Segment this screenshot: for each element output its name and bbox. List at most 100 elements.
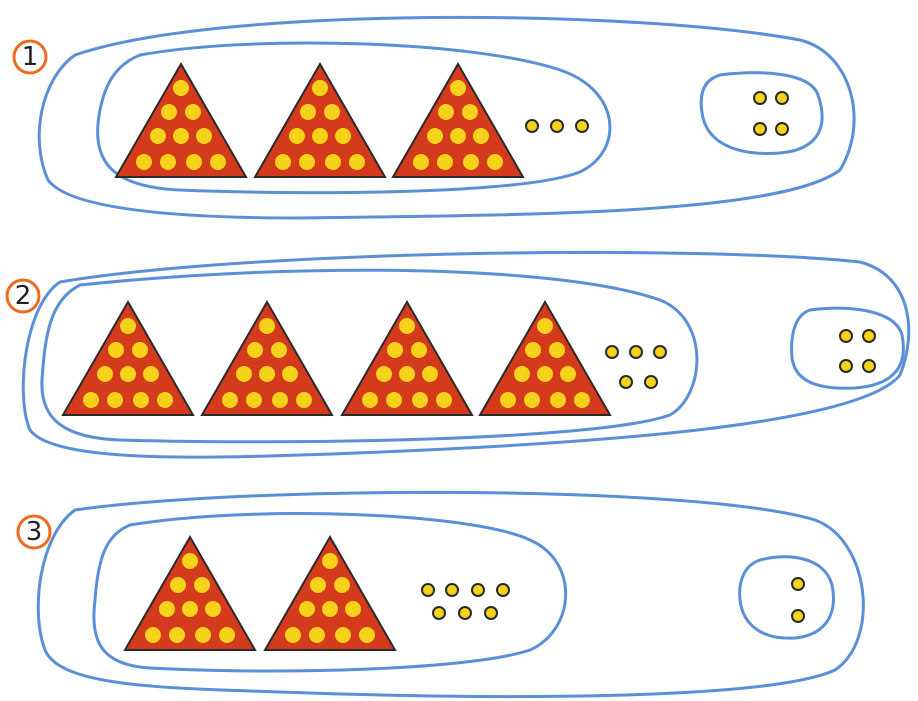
triangle-group xyxy=(125,537,255,650)
yellow-dot xyxy=(359,627,375,643)
yellow-dot xyxy=(194,577,210,593)
yellow-dot xyxy=(173,128,189,144)
yellow-dot xyxy=(107,392,123,408)
single-dot xyxy=(472,584,484,596)
yellow-dot xyxy=(299,154,315,170)
single-dot xyxy=(754,92,766,104)
yellow-dot xyxy=(222,392,238,408)
yellow-dot xyxy=(411,342,427,358)
yellow-dot xyxy=(560,366,576,382)
yellow-dot xyxy=(312,80,328,96)
row-number: 3 xyxy=(26,517,43,547)
yellow-dot xyxy=(296,392,312,408)
single-dot xyxy=(459,607,471,619)
side-loop xyxy=(740,557,834,638)
single-dot xyxy=(863,360,875,372)
yellow-dot xyxy=(289,128,305,144)
yellow-dot xyxy=(335,627,351,643)
yellow-dot xyxy=(145,627,161,643)
row-2: 2 xyxy=(7,252,909,457)
yellow-dot xyxy=(309,627,325,643)
yellow-dot xyxy=(450,128,466,144)
yellow-dot xyxy=(157,392,173,408)
yellow-dot xyxy=(335,128,351,144)
yellow-dot xyxy=(185,104,201,120)
side-loop xyxy=(701,73,822,154)
yellow-dot xyxy=(182,601,198,617)
yellow-dot xyxy=(473,128,489,144)
row-3: 3 xyxy=(18,492,863,696)
yellow-dot xyxy=(173,80,189,96)
row-1: 1 xyxy=(14,17,854,218)
yellow-dot xyxy=(282,366,298,382)
triangle-group xyxy=(202,302,332,415)
yellow-dot xyxy=(463,154,479,170)
triangle-group xyxy=(63,302,193,415)
yellow-dot xyxy=(108,342,124,358)
side-dots xyxy=(792,578,804,622)
yellow-dot xyxy=(345,601,361,617)
yellow-dot xyxy=(205,601,221,617)
single-dot xyxy=(551,120,563,132)
single-dot xyxy=(446,584,458,596)
yellow-dot xyxy=(422,366,438,382)
badge-1: 1 xyxy=(14,41,46,73)
row-number: 2 xyxy=(15,281,32,311)
yellow-dot xyxy=(120,366,136,382)
yellow-dot xyxy=(514,366,530,382)
yellow-dot xyxy=(427,128,443,144)
triangle-group xyxy=(480,302,610,415)
yellow-dot xyxy=(120,318,136,334)
yellow-dot xyxy=(170,577,186,593)
yellow-dot xyxy=(550,392,566,408)
yellow-dot xyxy=(386,392,402,408)
yellow-dot xyxy=(537,318,553,334)
yellow-dot xyxy=(236,366,252,382)
yellow-dot xyxy=(186,154,202,170)
yellow-dot xyxy=(362,392,378,408)
yellow-dot xyxy=(450,80,466,96)
yellow-dot xyxy=(574,392,590,408)
yellow-dot xyxy=(462,104,478,120)
badge-3: 3 xyxy=(18,516,50,548)
yellow-dot xyxy=(169,627,185,643)
yellow-dot xyxy=(83,392,99,408)
single-dot xyxy=(792,610,804,622)
single-dot xyxy=(776,92,788,104)
single-dot xyxy=(497,584,509,596)
triangle-group xyxy=(393,64,523,177)
yellow-dot xyxy=(160,154,176,170)
single-dot xyxy=(433,607,445,619)
yellow-dot xyxy=(334,577,350,593)
triangle-group xyxy=(265,537,395,650)
yellow-dot xyxy=(159,601,175,617)
extra-dots xyxy=(526,120,588,132)
yellow-dot xyxy=(275,154,291,170)
triangle-group xyxy=(342,302,472,415)
yellow-dot xyxy=(324,104,340,120)
yellow-dot xyxy=(161,104,177,120)
yellow-dot xyxy=(300,104,316,120)
yellow-dot xyxy=(210,154,226,170)
yellow-dot xyxy=(150,128,166,144)
yellow-dot xyxy=(196,128,212,144)
single-dot xyxy=(863,330,875,342)
yellow-dot xyxy=(412,392,428,408)
single-dot xyxy=(754,123,766,135)
yellow-dot xyxy=(271,342,287,358)
yellow-dot xyxy=(399,366,415,382)
yellow-dot xyxy=(437,154,453,170)
yellow-dot xyxy=(500,392,516,408)
single-dot xyxy=(422,584,434,596)
single-dot xyxy=(485,607,497,619)
yellow-dot xyxy=(132,342,148,358)
yellow-dot xyxy=(524,392,540,408)
yellow-dot xyxy=(349,154,365,170)
yellow-dot xyxy=(219,627,235,643)
yellow-dot xyxy=(143,366,159,382)
single-dot xyxy=(792,578,804,590)
yellow-dot xyxy=(195,627,211,643)
triangle-group xyxy=(255,64,385,177)
yellow-dot xyxy=(259,318,275,334)
yellow-dot xyxy=(259,366,275,382)
